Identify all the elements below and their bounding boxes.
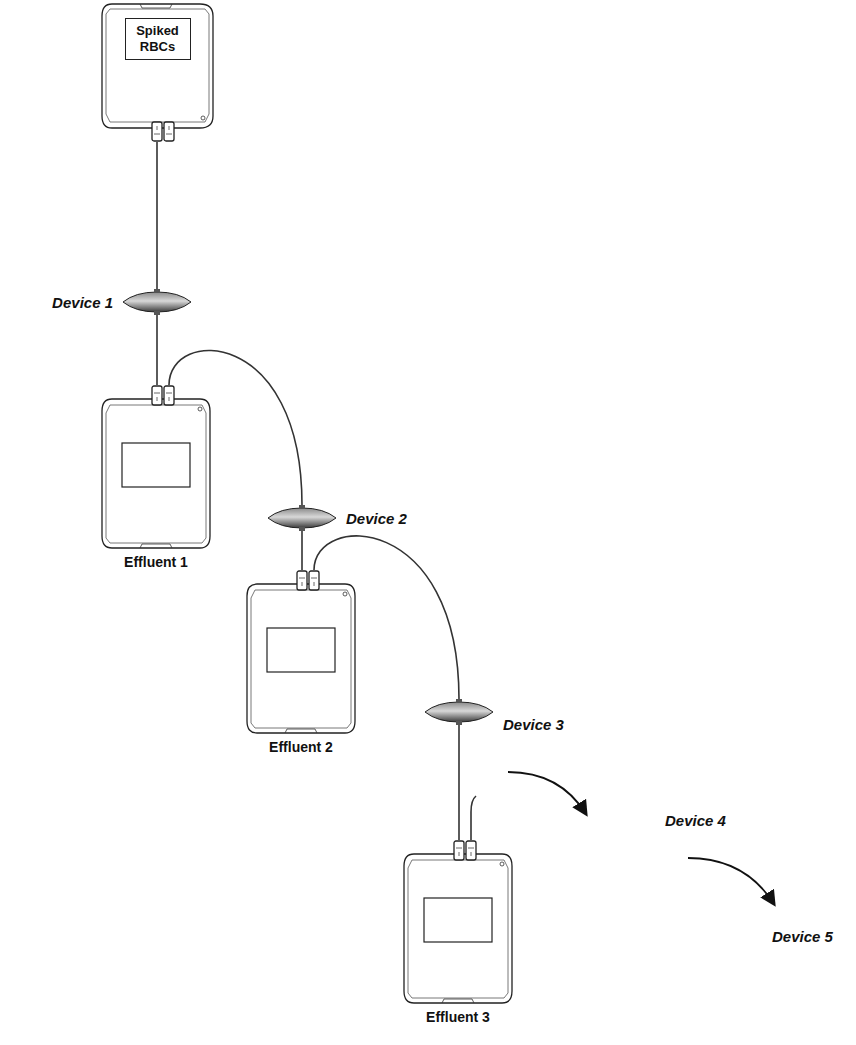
filter-device: Device 1 xyxy=(121,289,193,315)
effluent-bag: Effluent 2 xyxy=(245,570,357,760)
device-name: Device 1 xyxy=(52,294,113,311)
effluent-bag: Effluent 1 xyxy=(100,385,212,575)
blood-bag xyxy=(245,570,357,735)
tubing xyxy=(301,531,303,570)
filter-device: Device 3 xyxy=(423,699,495,725)
curved-arrow xyxy=(688,858,774,904)
device-name: Device 2 xyxy=(346,510,407,527)
bag-name: Effluent 3 xyxy=(426,1009,490,1025)
blood-bag xyxy=(402,840,514,1005)
effluent-bag: Effluent 3 xyxy=(402,840,514,1030)
bag-name: Effluent 1 xyxy=(124,554,188,570)
source-bag: Spiked RBCs xyxy=(100,2,215,142)
tube-stub xyxy=(471,796,476,840)
tubing xyxy=(156,315,158,385)
bag-label-area xyxy=(122,443,190,487)
tubing xyxy=(156,142,158,289)
bag-name: Effluent 2 xyxy=(269,739,333,755)
filter-disc xyxy=(266,505,338,531)
bag-label-area xyxy=(424,898,492,942)
bag-label-area xyxy=(267,628,335,672)
device-label: Device 5 xyxy=(772,928,833,945)
tubing xyxy=(458,725,460,840)
curved-arrow xyxy=(508,772,586,814)
filter-disc xyxy=(423,699,495,725)
filter-disc xyxy=(121,289,193,315)
device-label: Device 4 xyxy=(665,812,726,829)
blood-bag xyxy=(100,385,212,550)
bag-label: Spiked RBCs xyxy=(125,18,191,60)
device-name: Device 3 xyxy=(503,716,564,733)
filter-device: Device 2 xyxy=(266,505,338,531)
